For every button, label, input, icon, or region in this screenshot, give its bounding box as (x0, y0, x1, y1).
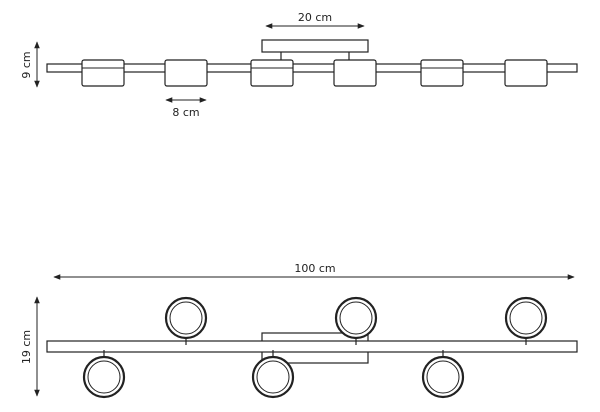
top-view: 100 cm (20, 262, 578, 399)
spots-upper-row (164, 296, 548, 345)
spot-ring-lower-1 (82, 355, 126, 399)
dimension-top-width: 20 cm (265, 11, 365, 29)
spot-ring-lower-3 (421, 355, 465, 399)
dimension-spot-width: 8 cm (165, 97, 207, 119)
spot-shades-side (81, 59, 548, 87)
spots-lower-row (82, 350, 465, 399)
spot-ring-lower-2 (251, 355, 295, 399)
spot-shade-2 (164, 59, 208, 87)
spot-ring-upper-2 (334, 296, 378, 340)
dimension-total-length: 100 cm (53, 262, 575, 280)
spot-shade-1 (81, 59, 125, 87)
spot-shade-4 (333, 59, 377, 87)
ceiling-mount-plate (261, 39, 369, 53)
spot-ring-upper-1 (164, 296, 208, 340)
spot-shade-6 (504, 59, 548, 87)
spot-ring-upper-3 (504, 296, 548, 340)
dimension-side-height: 9 cm (20, 41, 40, 88)
dimension-label-total-height: 19 cm (20, 330, 33, 364)
lamp-bar-side (46, 63, 578, 73)
dimension-total-height: 19 cm (20, 296, 40, 397)
dimension-label-spot-width: 8 cm (172, 106, 199, 119)
dimension-label-total-length: 100 cm (294, 262, 335, 275)
side-view: 20 cm 9 cm 8 cm (20, 11, 578, 119)
dimension-label-side-height: 9 cm (20, 51, 33, 78)
spot-shade-3 (250, 59, 294, 87)
dimension-label-top-width: 20 cm (298, 11, 332, 24)
spot-shade-5 (420, 59, 464, 87)
lamp-bar-top (46, 340, 578, 353)
